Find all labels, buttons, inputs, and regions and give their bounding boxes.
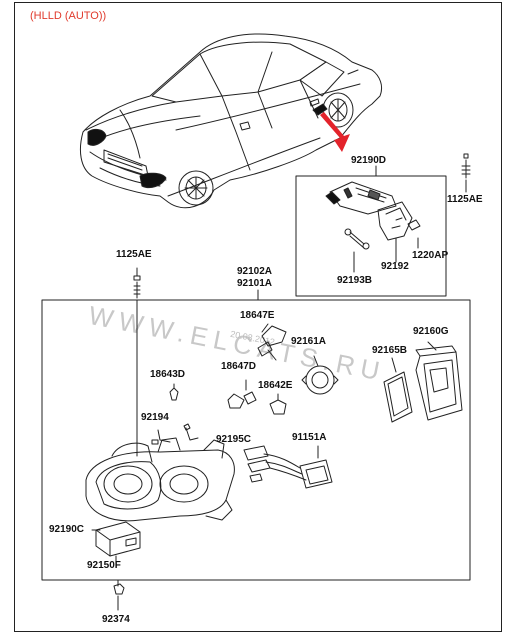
- label-1220ap: 1220AP: [412, 250, 449, 261]
- diagram-title: (HLLD (AUTO)): [30, 10, 107, 22]
- headlamp-right-highlight: [139, 172, 167, 189]
- clip-92195c: [183, 423, 199, 441]
- label-18642e: 18642E: [258, 380, 293, 391]
- bulb-18643d: [169, 383, 179, 401]
- label-92102a: 92102A: [237, 266, 273, 277]
- label-92374: 92374: [102, 614, 130, 625]
- clip-92194: [151, 429, 171, 445]
- label-1125ae-left: 1125AE: [116, 249, 152, 260]
- bolt-1125ae-top: [461, 153, 471, 193]
- link-rod-92193b: [344, 228, 370, 273]
- label-92195c: 92195C: [216, 434, 252, 445]
- bulb-18642e: [269, 393, 287, 415]
- wiring-harness-91151a: [243, 445, 333, 489]
- label-91151a: 91151A: [292, 432, 327, 443]
- label-92190d: 92190D: [351, 155, 387, 166]
- label-92101a: 92101A: [237, 278, 273, 289]
- label-92161a: 92161A: [291, 336, 327, 347]
- sensor-inset-box: [295, 175, 447, 297]
- headlamp-assembly-box: [41, 299, 471, 581]
- label-92160g: 92160G: [413, 326, 449, 337]
- location-arrow: [320, 112, 350, 152]
- bolt-1220ap: [407, 219, 421, 249]
- label-92194: 92194: [141, 412, 169, 423]
- control-module-92150f: [95, 521, 141, 565]
- label-92190c: 92190C: [49, 524, 85, 535]
- leveling-sensor: [325, 181, 397, 215]
- cover-92160g: [415, 341, 463, 421]
- bulb-18647e: [257, 323, 287, 361]
- label-92165b: 92165B: [372, 345, 408, 356]
- label-18643d: 18643D: [150, 369, 186, 380]
- bulb-18647d: [227, 379, 257, 409]
- bracket-92192: [377, 201, 413, 241]
- gasket-92165b: [383, 357, 413, 423]
- sensor-location-mark: [312, 103, 328, 116]
- label-1125ae-top: 1125AE: [447, 194, 483, 205]
- label-92193b: 92193B: [337, 275, 373, 286]
- headlamp-left-highlight: [87, 128, 107, 146]
- bolt-92374: [113, 579, 125, 611]
- car-illustration: [79, 33, 383, 209]
- diagram-frame: [14, 2, 502, 632]
- headlamp-housing: [85, 437, 235, 522]
- label-18647e: 18647E: [240, 310, 275, 321]
- label-92150f: 92150F: [87, 560, 121, 571]
- label-92192: 92192: [381, 261, 409, 272]
- bolt-1125ae-left: [133, 267, 141, 457]
- label-18647d: 18647D: [221, 361, 257, 372]
- socket-92161a: [301, 355, 339, 395]
